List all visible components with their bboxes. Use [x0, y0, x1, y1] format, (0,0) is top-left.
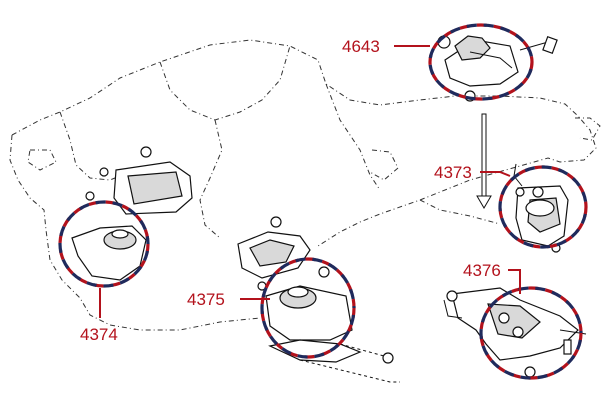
mount-4643: [428, 23, 558, 102]
label-4376: 4376: [463, 261, 501, 280]
label-4373: 4373: [434, 163, 472, 182]
leader-lines: [99, 45, 521, 318]
label-4643: 4643: [342, 37, 380, 56]
mount-4374: [58, 146, 193, 288]
label-4375: 4375: [187, 290, 225, 309]
mount-4373: [498, 163, 588, 253]
engine-outline: [9, 39, 601, 331]
callout-labels: 4643 4373 4376 4375 4374: [80, 37, 501, 344]
mount-4376: [443, 286, 587, 380]
direction-arrow: [476, 113, 492, 209]
mount-4375: [237, 216, 400, 383]
label-4374: 4374: [80, 325, 118, 344]
